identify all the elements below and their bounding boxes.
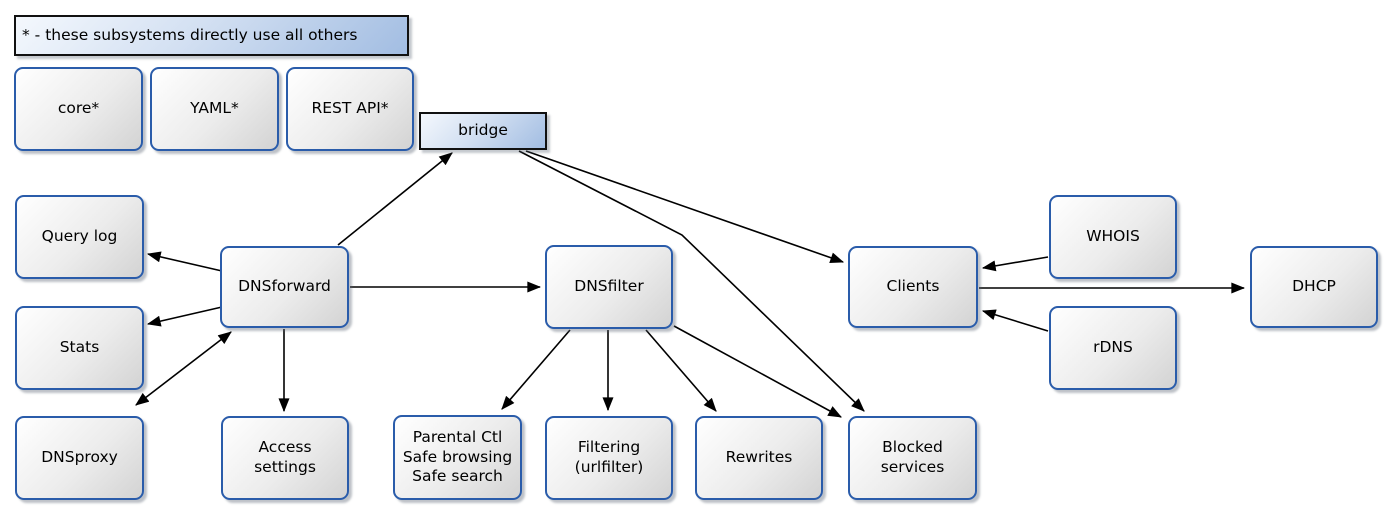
node-rdns: rDNS (1049, 306, 1177, 390)
node-filtering: Filtering (urlfilter) (545, 416, 673, 500)
node-dhcp: DHCP (1250, 246, 1378, 328)
node-blocked-services: Blocked services (848, 416, 977, 500)
edge-dnsfilter-rewrites (645, 329, 717, 412)
node-clients: Clients (848, 246, 978, 328)
node-bridge: bridge (419, 112, 547, 150)
node-access-settings: Access settings (221, 416, 349, 500)
edge-dnsfilter-parental (501, 329, 571, 410)
node-yaml: YAML* (150, 67, 279, 151)
edge-whois-clients (981, 256, 1049, 272)
node-query-log: Query log (15, 195, 144, 279)
node-dnsforward: DNSforward (220, 246, 349, 328)
edge-rdns-clients (981, 309, 1049, 332)
node-rewrites: Rewrites (695, 416, 823, 500)
node-dnsproxy: DNSproxy (15, 416, 144, 500)
node-parental: Parental Ctl Safe browsing Safe search (393, 415, 522, 500)
node-core: core* (14, 67, 143, 151)
edge-dnsfilter-blocked (673, 325, 842, 418)
edge-bridge-blocked (518, 150, 865, 412)
legend-note: * - these subsystems directly use all ot… (14, 15, 409, 56)
node-whois: WHOIS (1049, 195, 1177, 279)
node-stats: Stats (15, 306, 144, 390)
node-rest-api: REST API* (286, 67, 414, 151)
edge-dnsforward-stats (146, 306, 223, 327)
edge-bridge-clients (525, 150, 845, 264)
edge-dnsforward-querylog (146, 251, 223, 272)
node-dnsfilter: DNSfilter (545, 245, 673, 329)
edge-dnsforward-dnsproxy (135, 331, 232, 406)
edge-dnsforward-bridge (337, 152, 453, 246)
